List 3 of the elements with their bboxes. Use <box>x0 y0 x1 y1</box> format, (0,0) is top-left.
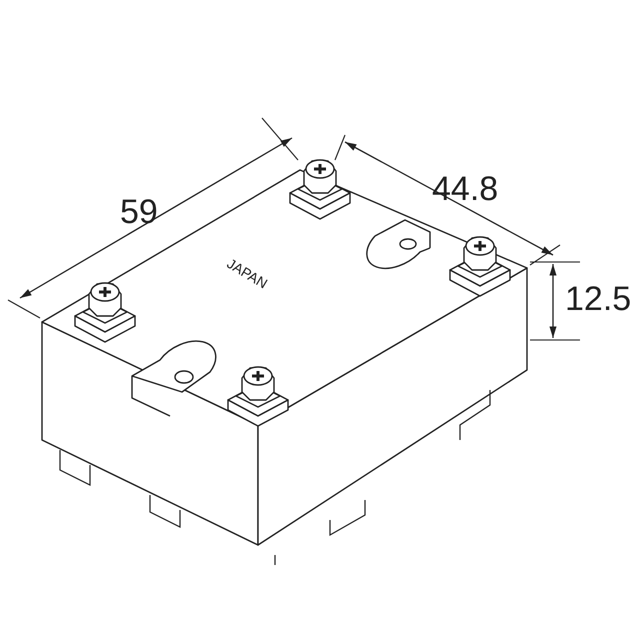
dimension-value: 44.8 <box>432 172 498 206</box>
dimension-value: 59 <box>120 195 158 229</box>
dimension-value: 12.5 <box>565 282 632 316</box>
